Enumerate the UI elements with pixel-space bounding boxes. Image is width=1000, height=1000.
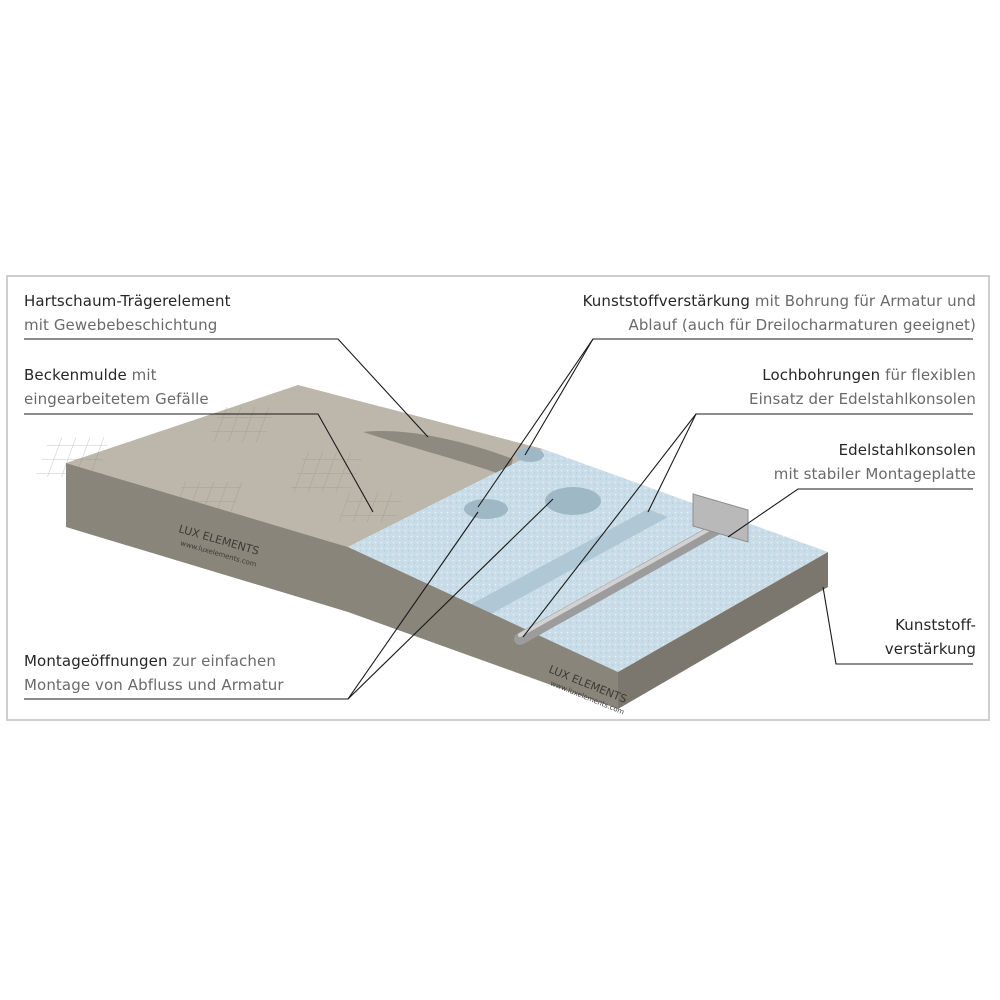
leader-kunststoff-bottom xyxy=(822,586,973,665)
leader-lines xyxy=(24,338,973,700)
leader-hartschaum xyxy=(24,338,429,438)
label-beckenmulde: Beckenmulde mit eingearbeitetem Gefälle xyxy=(24,366,209,408)
label-kunststoff-bottom: Kunststoff- verstärkung xyxy=(885,613,976,661)
basin-recess xyxy=(363,431,513,477)
product-illustration: LUX ELEMENTS www.luxelements.com LUX ELE… xyxy=(24,338,973,716)
label-edelstahl-title: Edelstahlkonsolen xyxy=(838,441,976,459)
label-kunststoff-top-sub: Ablauf (auch für Dreilocharmaturen geeig… xyxy=(628,316,976,334)
label-beckenmulde-title: Beckenmulde xyxy=(24,366,127,384)
steel-mounting-plate xyxy=(692,493,749,543)
label-kunststoff-bottom-sub: verstärkung xyxy=(884,640,976,658)
leader-edelstahl xyxy=(727,488,973,538)
label-lochbohrungen-sub: Einsatz der Edelstahlkonsolen xyxy=(749,390,976,408)
label-kunststoff-top: Kunststoffverstärkung mit Bohrung für Ar… xyxy=(582,292,976,334)
label-hartschaum: Hartschaum-Trägerelement mit Gewebebesch… xyxy=(24,289,231,337)
fabric-grid-marks xyxy=(35,407,405,522)
label-montage: Montageöffnungen zur einfachen Montage v… xyxy=(24,652,284,694)
label-kunststoff-top-title: Kunststoffverstärkung xyxy=(582,292,750,310)
label-edelstahl: Edelstahlkonsolen mit stabiler Montagepl… xyxy=(774,438,976,486)
label-hartschaum-sub: mit Gewebebeschichtung xyxy=(24,316,218,334)
mounting-opening-1 xyxy=(464,499,508,519)
diagram-frame: LUX ELEMENTS www.luxelements.com LUX ELE… xyxy=(6,275,990,721)
label-montage-sub: Montage von Abfluss und Armatur xyxy=(24,676,284,694)
leader-beckenmulde xyxy=(24,413,374,513)
plastic-end-side xyxy=(618,552,828,709)
label-edelstahl-sub: mit stabiler Montageplatte xyxy=(773,465,976,483)
mounting-opening-2 xyxy=(545,487,601,515)
channel-groove xyxy=(438,509,668,632)
drill-hole xyxy=(516,448,544,462)
steel-bracket-rod xyxy=(514,511,744,645)
label-lochbohrungen-title: Lochbohrungen xyxy=(762,366,881,384)
label-kunststoff-bottom-title: Kunststoff- xyxy=(895,616,976,634)
label-montage-title: Montageöffnungen xyxy=(24,652,168,670)
label-beckenmulde-sub: eingearbeitetem Gefälle xyxy=(24,390,209,408)
label-hartschaum-title: Hartschaum-Trägerelement xyxy=(24,292,231,310)
label-lochbohrungen: Lochbohrungen für flexiblen Einsatz der … xyxy=(749,366,976,408)
